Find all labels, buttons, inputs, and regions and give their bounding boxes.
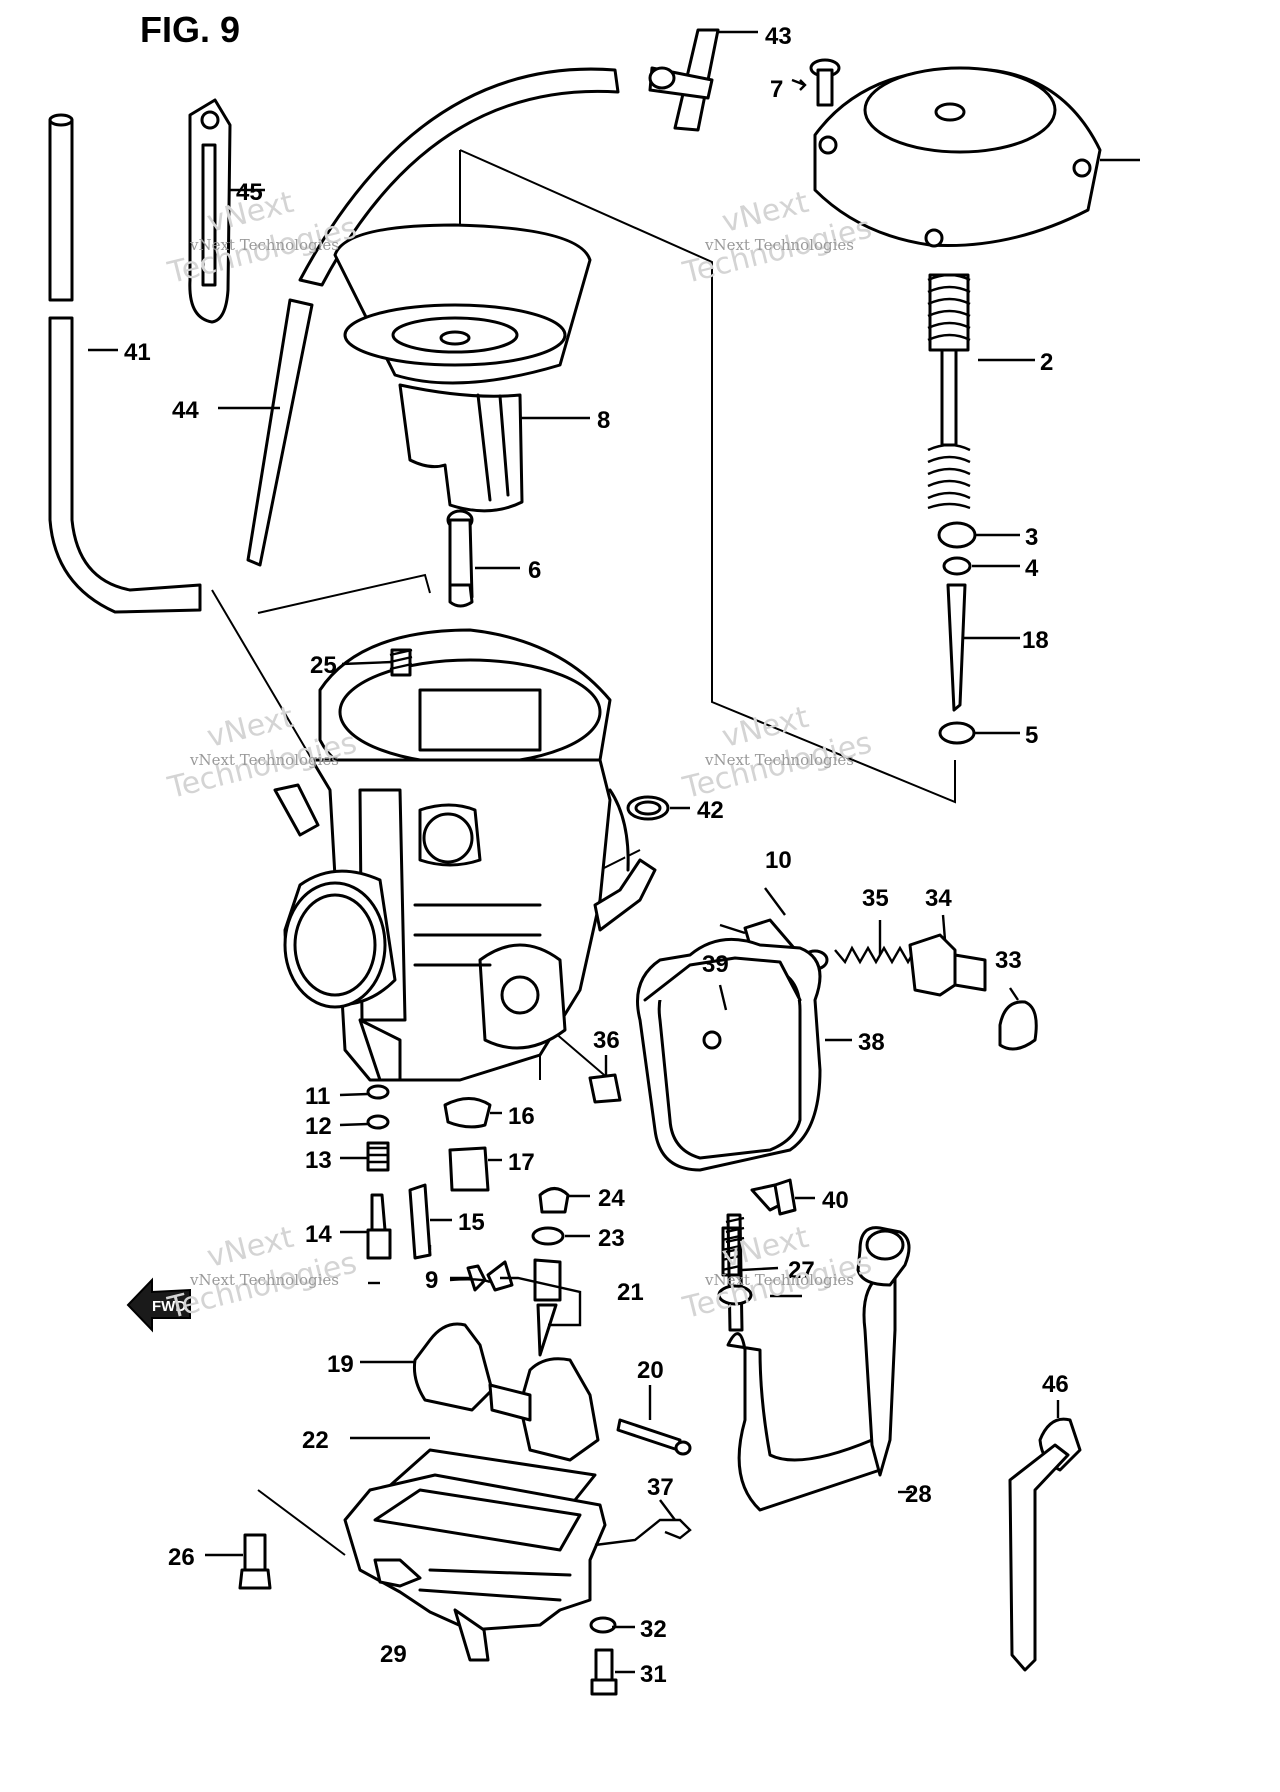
callout-34: 34 — [925, 885, 952, 912]
washer-32 — [589, 1616, 617, 1634]
callout-17: 17 — [508, 1149, 535, 1176]
callout-33: 33 — [995, 947, 1022, 974]
callout-12: 12 — [305, 1113, 332, 1140]
callout-18: 18 — [1022, 627, 1049, 654]
screw-26 — [238, 1533, 272, 1590]
callout-44: 44 — [172, 397, 199, 424]
bolt-6 — [446, 509, 474, 608]
spring-35 — [834, 945, 914, 965]
callout-16: 16 — [508, 1103, 535, 1130]
callout-27: 27 — [788, 1257, 815, 1284]
o-ring-42 — [626, 795, 670, 821]
callout-9: 9 — [425, 1267, 438, 1294]
callout-3: 3 — [1025, 524, 1038, 551]
callout-28: 28 — [905, 1481, 932, 1508]
forward-arrow: FWD — [126, 1277, 191, 1333]
callout-10: 10 — [765, 847, 792, 874]
callout-19: 19 — [327, 1351, 354, 1378]
callout-42: 42 — [697, 797, 724, 824]
hose-41 — [48, 113, 202, 614]
callout-6: 6 — [528, 557, 541, 584]
forward-arrow-label: FWD — [152, 1298, 186, 1315]
watermark-small-text: vNext Technologies — [704, 1271, 854, 1289]
callout-24: 24 — [598, 1185, 625, 1212]
callout-15: 15 — [458, 1209, 485, 1236]
watermark-small-text: vNext Technologies — [704, 751, 854, 769]
jet-parts — [366, 1084, 570, 1357]
callout-20: 20 — [637, 1357, 664, 1384]
screw-34 — [908, 933, 987, 997]
callout-40: 40 — [822, 1187, 849, 1214]
callout-36: 36 — [593, 1027, 620, 1054]
needle-parts — [937, 521, 977, 745]
part-36 — [588, 1073, 622, 1104]
callout-11: 11 — [305, 1083, 330, 1110]
float-19 — [413, 1322, 600, 1462]
pin-20 — [616, 1418, 692, 1456]
callout-35: 35 — [862, 885, 889, 912]
cap-33 — [998, 1000, 1038, 1051]
callout-8: 8 — [597, 407, 610, 434]
callout-38: 38 — [858, 1029, 885, 1056]
top-cover — [813, 66, 1140, 248]
watermark-small-text: vNext Technologies — [189, 236, 339, 254]
carburetor-body — [273, 628, 657, 1082]
clip-45 — [188, 98, 232, 324]
screw-40 — [750, 1178, 797, 1216]
callout-43: 43 — [765, 23, 792, 50]
callout-45: 45 — [236, 179, 263, 206]
callout-31: 31 — [640, 1661, 667, 1688]
spring-27 — [721, 1226, 741, 1277]
callout-46: 46 — [1042, 1371, 1069, 1398]
spring-25 — [389, 648, 413, 677]
t-joint-43 — [648, 28, 720, 132]
figure-title: FIG. 9 — [140, 9, 240, 50]
callout-22: 22 — [302, 1427, 329, 1454]
callout-29: 29 — [380, 1641, 407, 1668]
screw-31 — [590, 1648, 618, 1696]
callout-26: 26 — [168, 1544, 195, 1571]
watermark-small-text: vNext Technologies — [704, 236, 854, 254]
screw-7 — [809, 58, 841, 107]
callout-14: 14 — [305, 1221, 332, 1248]
drain-tube-37 — [594, 1518, 692, 1547]
tool-46 — [1008, 1417, 1082, 1672]
callout-23: 23 — [598, 1225, 625, 1252]
float-bowl — [343, 1473, 607, 1662]
watermark-small-text: vNext Technologies — [189, 1271, 339, 1289]
callout-2: 2 — [1040, 349, 1053, 376]
callout-39: 39 — [702, 951, 729, 978]
callout-13: 13 — [305, 1147, 332, 1174]
callout-21: 21 — [617, 1279, 644, 1306]
callout-5: 5 — [1025, 722, 1038, 749]
callout-32: 32 — [640, 1616, 667, 1643]
callout-4: 4 — [1025, 555, 1039, 582]
callout-7: 7 — [770, 76, 783, 103]
callout-37: 37 — [647, 1474, 674, 1501]
callout-leaders — [88, 30, 1060, 1674]
piston-diaphragm-8 — [333, 223, 592, 513]
callout-41: 41 — [124, 339, 151, 366]
callout-25: 25 — [310, 652, 337, 679]
hose-44 — [246, 67, 620, 567]
gasket-39 — [643, 956, 802, 1002]
screw-29 — [373, 1558, 422, 1588]
spring-2 — [927, 273, 971, 510]
watermark-small-text: vNext Technologies — [189, 751, 339, 769]
